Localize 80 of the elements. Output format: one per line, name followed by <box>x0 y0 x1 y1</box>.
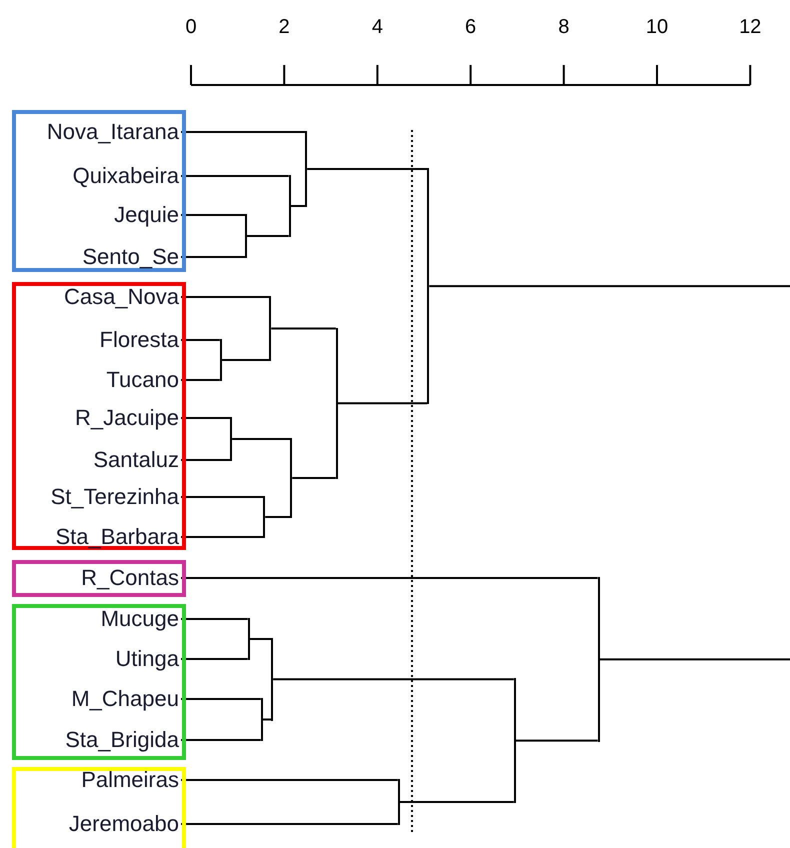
leaf-label: Palmeiras <box>11 767 179 793</box>
dendrogram-branch <box>292 477 336 479</box>
dendrogram-branch <box>181 618 248 620</box>
dendrogram-branch <box>181 577 598 579</box>
dendrogram-branch <box>181 459 230 461</box>
junction-bar <box>230 417 232 461</box>
dendrogram-branch <box>271 328 336 330</box>
dendrogram-branch <box>232 438 290 440</box>
leaf-label: Floresta <box>11 327 179 353</box>
junction-bar <box>598 577 600 742</box>
dendrogram-branch <box>247 235 289 237</box>
dendrogram-branch <box>181 698 261 700</box>
junction-bar <box>271 638 274 720</box>
cluster-box <box>12 604 186 760</box>
leaf-label: Mucuge <box>11 606 179 632</box>
dendrogram-branch <box>181 823 398 825</box>
dendrogram-branch <box>181 214 245 216</box>
leaf-label: Quixabeira <box>11 163 179 189</box>
leaf-label: R_Jacuipe <box>11 405 179 431</box>
cluster-box <box>12 110 186 272</box>
leaf-label: Santaluz <box>11 447 179 473</box>
junction-bar <box>260 698 263 741</box>
junction-bar <box>290 438 292 518</box>
dendrogram-branch <box>273 678 514 680</box>
junction-bar <box>398 779 400 825</box>
junction-bar <box>336 328 338 479</box>
junction-bar <box>514 678 516 803</box>
tick-label: 6 <box>465 16 476 39</box>
cluster-box <box>12 767 186 848</box>
dendrogram-branch <box>338 402 428 404</box>
dendrogram-branch <box>181 175 289 177</box>
tick-label: 0 <box>185 16 197 39</box>
dendrogram-branch <box>429 285 790 288</box>
dendrogram-branch <box>181 739 261 741</box>
leaf-label: Sta_Barbara <box>11 524 179 550</box>
dendrogram-branch <box>181 296 270 298</box>
leaf-label: Sta_Brigida <box>11 727 179 753</box>
dendrogram-branch <box>400 801 514 803</box>
dendrogram-branch <box>181 779 398 781</box>
leaf-label: Jequie <box>11 202 179 228</box>
leaf-label: Sento_Se <box>11 244 179 270</box>
dendrogram-branch <box>600 658 790 660</box>
junction-bar <box>248 618 250 660</box>
dendrogram-branch <box>181 536 264 538</box>
dendrogram-branch <box>181 379 220 381</box>
tick-label: 8 <box>558 16 570 39</box>
leaf-label: Utinga <box>11 646 179 672</box>
leaf-label: St_Terezinha <box>11 484 179 510</box>
dendrogram-branch <box>181 417 230 419</box>
junction-bar <box>263 496 266 538</box>
junction-bar <box>427 168 430 404</box>
dendrogram-branch <box>516 740 598 742</box>
tick-label: 10 <box>646 16 668 39</box>
junction-bar <box>269 296 272 361</box>
dendrogram-branch <box>290 205 306 207</box>
dendrogram-branch <box>181 131 306 133</box>
dendrogram-branch <box>265 516 290 518</box>
cluster-box <box>12 560 186 597</box>
leaf-label: R_Contas <box>11 565 179 591</box>
leaf-label: Nova_Itarana <box>11 119 179 145</box>
junction-bar <box>220 339 222 381</box>
junction-bar <box>305 131 308 207</box>
junction-bar <box>288 175 291 237</box>
dendrogram-branch <box>181 658 248 660</box>
leaf-label: Jeremoabo <box>11 811 179 837</box>
dendrogram-branch <box>262 718 272 720</box>
dendrogram-branch <box>250 638 272 640</box>
tick-label: 2 <box>278 16 290 39</box>
tick-label: 12 <box>739 16 762 39</box>
dendrogram-branch <box>181 496 264 498</box>
dendrogram-branch <box>181 256 245 258</box>
leaf-label: M_Chapeu <box>11 686 179 712</box>
dendrogram-branch <box>222 359 270 361</box>
cluster-box <box>12 282 186 550</box>
tick-label: 4 <box>372 16 383 39</box>
leaf-label: Tucano <box>11 367 179 393</box>
leaf-label: Casa_Nova <box>11 284 179 310</box>
dendrogram-branch <box>307 168 428 170</box>
junction-bar <box>244 214 247 258</box>
dendrogram-branch <box>181 339 220 341</box>
